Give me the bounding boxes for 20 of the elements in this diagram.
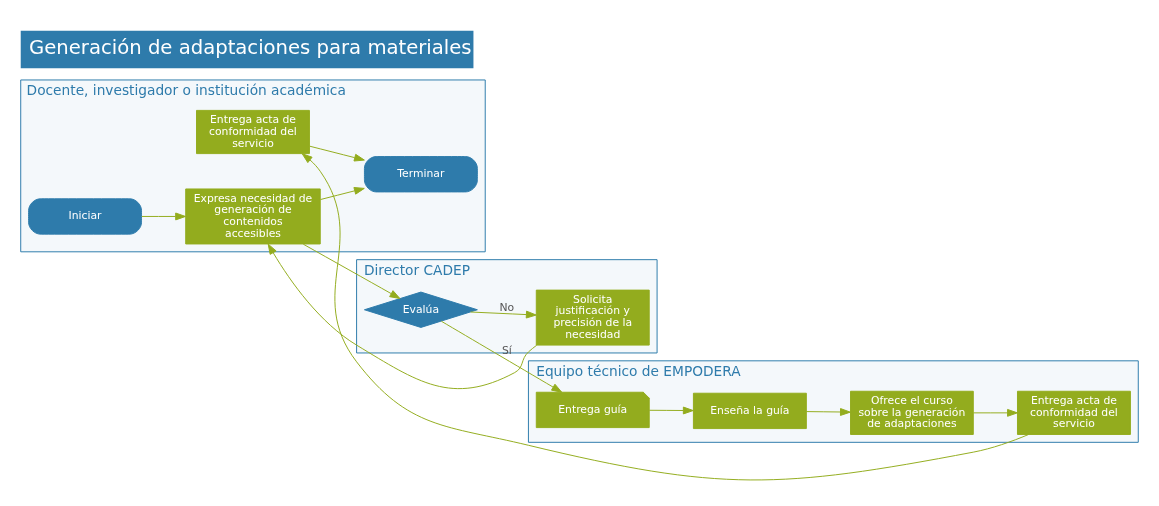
arrow (648, 406, 694, 414)
node-box: Enseña la guía (692, 392, 807, 429)
arrow (320, 186, 365, 200)
arrow (440, 320, 563, 393)
arrow (302, 243, 401, 299)
arrow (309, 145, 365, 161)
node-box: Terminar (363, 155, 478, 192)
node-box: Solicita justificación y precisión de la necesidad (535, 289, 650, 346)
node-box: Ofrece el curso sobre la generación de adaptaciones (850, 390, 974, 435)
arrow (141, 212, 186, 220)
arrow (972, 408, 1018, 417)
diagram-title: Generación de adaptaciones para materiales (29, 35, 472, 59)
edge-label: No (499, 300, 515, 314)
node-box: Entrega acta de conformidad del servicio (196, 109, 310, 154)
node-box: Expresa necesidad de generación de contenidos accesibles (185, 187, 321, 244)
arrow (805, 407, 851, 416)
arrow (470, 310, 537, 318)
arrow (301, 152, 1029, 480)
node-box: Iniciar (28, 197, 142, 235)
node-box: Entrega acta de conformidad del servicio (1017, 390, 1131, 435)
